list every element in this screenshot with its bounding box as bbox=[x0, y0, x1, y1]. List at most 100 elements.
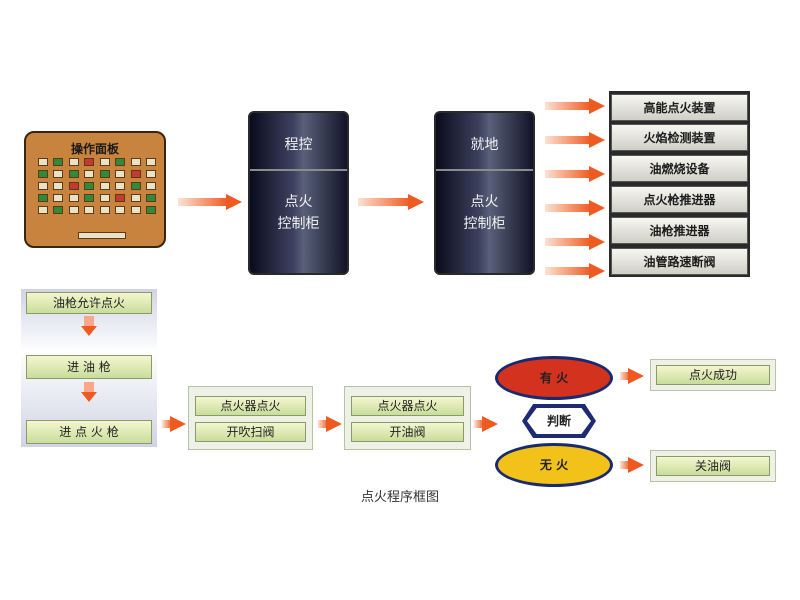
group-line2: 开油阀 bbox=[351, 422, 464, 442]
arrow-right-icon bbox=[589, 98, 605, 114]
arrow-shaft bbox=[545, 102, 591, 110]
panel-key bbox=[68, 182, 79, 190]
panel-key bbox=[115, 158, 126, 166]
panel-key bbox=[53, 170, 64, 178]
panel-key bbox=[145, 158, 156, 166]
panel-key bbox=[38, 158, 48, 166]
cabinet-divider bbox=[250, 169, 347, 171]
local-ignition-cabinet: 就地 点火 控制柜 bbox=[434, 111, 535, 275]
device-igniter-actuator: 点火枪推进器 bbox=[611, 186, 748, 213]
panel-key bbox=[99, 182, 110, 190]
arrow-down-icon bbox=[81, 392, 97, 402]
panel-key bbox=[84, 194, 95, 202]
arrow-shaft bbox=[474, 420, 484, 428]
arrow-shaft bbox=[545, 204, 591, 212]
group-line1: 点火器点火 bbox=[195, 396, 306, 416]
panel-key bbox=[53, 206, 64, 214]
arrow-right-icon bbox=[589, 166, 605, 182]
result-close-oil-valve: 关油阀 bbox=[650, 450, 776, 482]
panel-key bbox=[53, 194, 64, 202]
panel-key bbox=[115, 182, 126, 190]
group-line1: 点火器点火 bbox=[351, 396, 464, 416]
panel-key bbox=[38, 182, 48, 190]
arrow-right-icon bbox=[589, 132, 605, 148]
operation-panel: 操作面板 bbox=[24, 131, 166, 248]
arrow-shaft bbox=[84, 316, 94, 326]
step-advance-oil-gun: 进 油 枪 bbox=[26, 355, 152, 379]
arrow-right-icon bbox=[628, 368, 644, 384]
judge-hexagon: 判断 bbox=[527, 408, 591, 434]
panel-key bbox=[68, 158, 79, 166]
arrow-right-icon bbox=[589, 200, 605, 216]
cabinet-label-line1: 点火 bbox=[284, 194, 313, 210]
cabinet-label-line1: 点火 bbox=[470, 194, 499, 210]
result-label: 关油阀 bbox=[656, 456, 770, 476]
arrow-shaft bbox=[358, 198, 410, 206]
device-high-energy-igniter: 高能点火装置 bbox=[611, 94, 748, 121]
cabinet-label-line2: 控制柜 bbox=[463, 216, 506, 232]
result-success: 点火成功 bbox=[650, 359, 776, 391]
panel-key bbox=[84, 206, 95, 214]
arrow-right-icon bbox=[589, 234, 605, 250]
arrow-right-icon bbox=[226, 194, 242, 210]
panel-key bbox=[145, 170, 156, 178]
igniter-group-oil-valve: 点火器点火 开油阀 bbox=[344, 386, 471, 450]
group-line2: 开吹扫阀 bbox=[195, 422, 306, 442]
arrow-right-icon bbox=[408, 194, 424, 210]
arrow-shaft bbox=[545, 136, 591, 144]
arrow-right-icon bbox=[628, 457, 644, 473]
arrow-shaft bbox=[84, 382, 94, 392]
panel-key bbox=[145, 182, 156, 190]
panel-key bbox=[99, 194, 110, 202]
panel-key bbox=[115, 206, 126, 214]
diagram-caption: 点火程序框图 bbox=[360, 490, 439, 505]
step-oil-gun-permit: 油枪允许点火 bbox=[26, 292, 152, 314]
arrow-right-icon bbox=[326, 416, 342, 432]
device-oil-gun-actuator: 油枪推进器 bbox=[611, 217, 748, 244]
panel-key bbox=[53, 158, 64, 166]
panel-key bbox=[38, 170, 48, 178]
device-flame-detector: 火焰检测装置 bbox=[611, 124, 748, 151]
cabinet-label-line2: 控制柜 bbox=[277, 216, 320, 232]
panel-key bbox=[84, 158, 95, 166]
arrow-shaft bbox=[545, 238, 591, 246]
operation-panel-title: 操作面板 bbox=[70, 142, 119, 156]
result-label: 点火成功 bbox=[656, 365, 770, 385]
arrow-right-icon bbox=[482, 416, 498, 432]
panel-key bbox=[145, 194, 156, 202]
arrow-down-icon bbox=[81, 326, 97, 336]
panel-key bbox=[99, 170, 110, 178]
panel-key bbox=[130, 182, 141, 190]
arrow-right-icon bbox=[589, 263, 605, 279]
panel-key bbox=[115, 170, 126, 178]
panel-key bbox=[115, 194, 126, 202]
arrow-shaft bbox=[162, 420, 172, 428]
panel-key bbox=[99, 206, 110, 214]
arrow-shaft bbox=[620, 372, 630, 380]
cabinet-divider bbox=[436, 169, 533, 171]
panel-key bbox=[130, 158, 141, 166]
panel-key bbox=[84, 170, 95, 178]
panel-key bbox=[68, 194, 79, 202]
panel-key bbox=[130, 206, 141, 214]
panel-key bbox=[38, 206, 48, 214]
arrow-shaft bbox=[545, 170, 591, 178]
has-fire-ellipse: 有 火 bbox=[495, 356, 613, 400]
arrow-shaft bbox=[318, 420, 328, 428]
device-stack bbox=[609, 91, 750, 277]
panel-key bbox=[38, 194, 48, 202]
panel-key bbox=[130, 170, 141, 178]
device-oil-burner: 油燃烧设备 bbox=[611, 155, 748, 182]
no-fire-ellipse: 无 火 bbox=[495, 443, 613, 487]
arrow-shaft bbox=[620, 461, 630, 469]
panel-key bbox=[68, 170, 79, 178]
cabinet-top-label: 就地 bbox=[470, 137, 499, 153]
device-oil-shutoff-valve: 油管路速断阀 bbox=[611, 248, 748, 275]
panel-key bbox=[68, 206, 79, 214]
panel-key bbox=[84, 182, 95, 190]
panel-bar bbox=[78, 232, 126, 239]
igniter-group-purge: 点火器点火 开吹扫阀 bbox=[188, 386, 313, 450]
panel-key bbox=[145, 206, 156, 214]
panel-keys bbox=[38, 158, 156, 218]
arrow-right-icon bbox=[170, 416, 186, 432]
